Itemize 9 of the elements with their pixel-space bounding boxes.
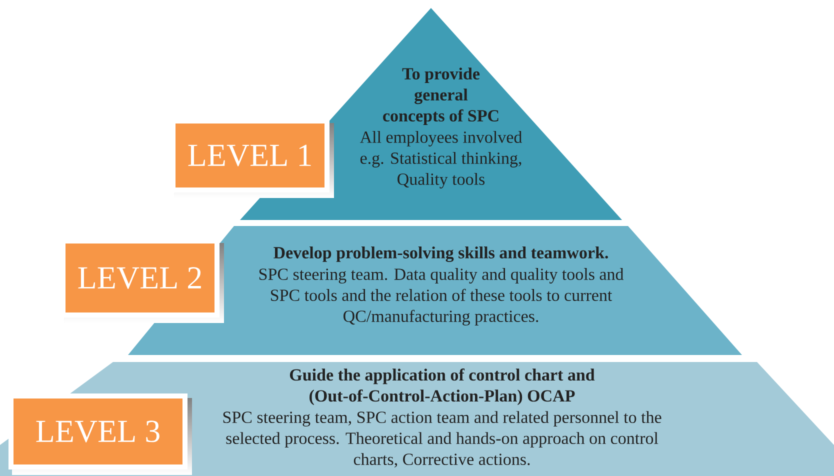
tier-heading: Develop problem-solving skills and teamwork. — [274, 246, 608, 262]
level-box: LEVEL 1 — [170, 118, 334, 198]
tier-heading: Guide the application of control chart and (Out-of-Control-Action-Plan) OCAP — [290, 368, 595, 406]
level-box: LEVEL 3 — [8, 394, 192, 475]
level-box: LEVEL 2 — [60, 238, 224, 323]
tier-description: All employees involved e.g. Statistical thinking, Quality tools — [360, 130, 522, 188]
tier-description: SPC steering team, SPC action team and related personnel to the selected process. Theoretical and hands-on approach on control charts, Corrective actions. — [223, 411, 662, 468]
tier-description: SPC steering team. Data quality and quality tools and SPC tools and the relation of these tools to current QC/manufacturing practices. — [259, 268, 624, 326]
tier-heading: To provide general concepts of SPC — [383, 68, 498, 125]
